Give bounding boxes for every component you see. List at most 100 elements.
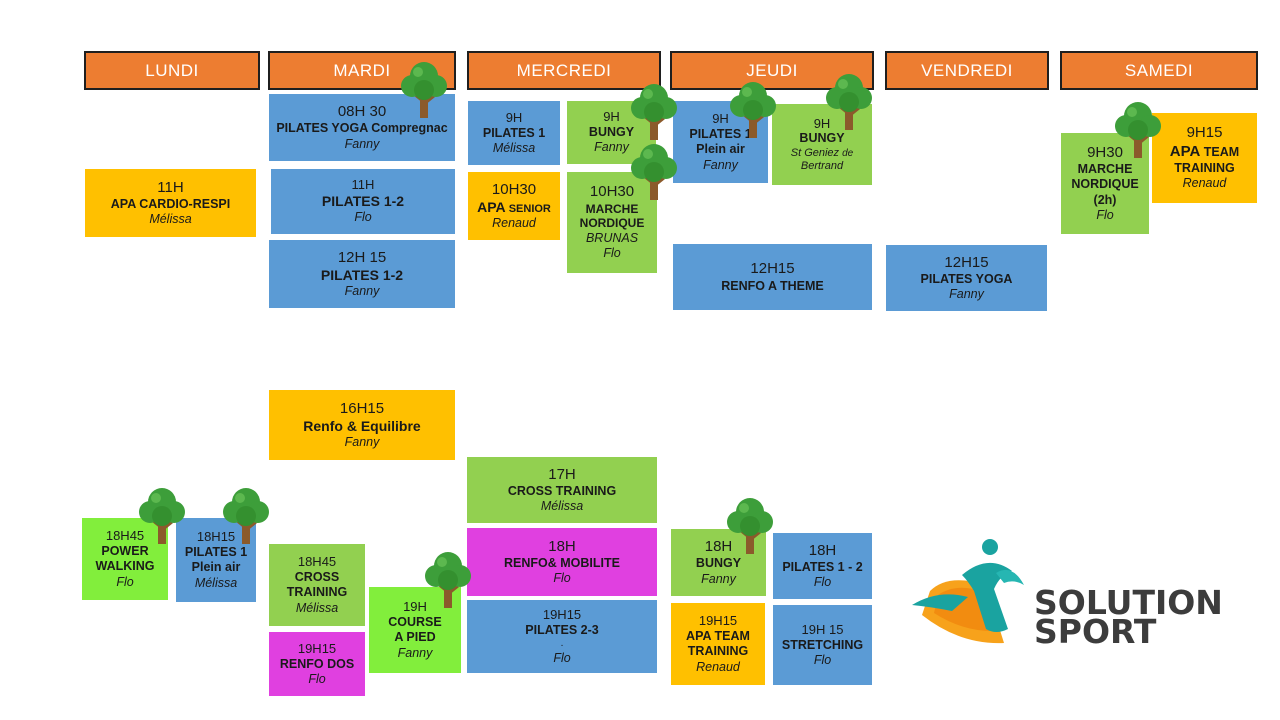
class-time: 19H 15 xyxy=(801,621,844,637)
coach-name: Fanny xyxy=(594,140,629,155)
class-card[interactable]: 17H CROSS TRAINING Mélissa xyxy=(467,457,657,523)
day-label: JEUDI xyxy=(746,60,798,80)
class-card[interactable]: 11H APA CARDIO-RESPI Mélissa xyxy=(85,169,256,237)
class-card[interactable]: 19H15 APA TEAM TRAINING Renaud xyxy=(671,603,765,685)
class-time: 19H15 xyxy=(542,607,582,623)
class-name: APA TEAM xyxy=(1170,143,1239,161)
class-name: COURSE xyxy=(388,615,442,630)
coach-name: Mélissa xyxy=(295,600,339,615)
class-time: 18H xyxy=(808,541,837,559)
day-label: SAMEDI xyxy=(1124,60,1194,80)
class-time: 18H45 xyxy=(105,528,145,544)
class-name-sub: TEAM xyxy=(1200,144,1240,159)
class-time: 18H45 xyxy=(297,554,337,570)
separator-dot: . xyxy=(560,638,564,650)
class-card[interactable]: 19H15 RENFO DOS Flo xyxy=(269,632,365,696)
day-label: VENDREDI xyxy=(921,60,1013,80)
coach-name: Fanny xyxy=(701,571,736,586)
class-name: TRAINING xyxy=(286,585,348,600)
coach-name: Renaud xyxy=(1182,176,1227,191)
class-time: 18H xyxy=(548,537,576,555)
class-name: TRAINING xyxy=(687,644,749,659)
coach-name: Fanny xyxy=(344,136,380,151)
class-name: APA SENIOR xyxy=(477,199,551,216)
class-name: PILATES 1 xyxy=(482,125,546,140)
class-time: 9H30 xyxy=(1087,143,1123,161)
class-card[interactable]: 18H45 POWER WALKING Flo xyxy=(82,518,168,600)
coach-name: Mélissa xyxy=(194,575,238,590)
class-time: 12H15 xyxy=(750,260,795,278)
class-time: 9H xyxy=(712,111,729,127)
class-time: 18H15 xyxy=(196,529,236,545)
class-name: MARCHE xyxy=(585,201,639,216)
class-time: 10H30 xyxy=(589,183,635,201)
class-name: TRAINING xyxy=(1174,161,1235,176)
class-time: 19H xyxy=(403,599,427,615)
tree-icon xyxy=(727,498,773,554)
tree-icon xyxy=(139,488,185,544)
class-card[interactable]: 10H30 APA SENIOR Renaud xyxy=(468,172,560,240)
class-time: 12H15 xyxy=(944,253,989,271)
class-name: Plein air xyxy=(696,142,745,157)
tree-icon xyxy=(631,144,677,200)
coach-name: Flo xyxy=(553,571,571,586)
coach-name: Fanny xyxy=(703,157,738,172)
class-card[interactable]: 12H 15 PILATES 1-2 Fanny xyxy=(269,240,455,308)
class-time: 16H15 xyxy=(339,399,385,417)
class-name: PILATES 1-2 xyxy=(320,266,404,283)
location-part: de xyxy=(842,147,854,159)
class-name-main: APA xyxy=(686,629,712,644)
class-time: 17H xyxy=(548,465,576,483)
class-card[interactable]: 12H15 PILATES YOGA Fanny xyxy=(886,245,1047,311)
class-card[interactable]: 10H30 MARCHE NORDIQUE BRUNAS Flo xyxy=(567,172,657,273)
class-time: 12H 15 xyxy=(337,248,387,266)
class-time: 08H 30 xyxy=(337,103,387,121)
coach-name: Flo xyxy=(553,650,571,665)
coach-name: Renaud xyxy=(696,659,740,674)
coach-name: Mélissa xyxy=(540,499,584,514)
class-card[interactable]: 18H15 PILATES 1 Plein air Mélissa xyxy=(176,518,256,602)
class-card[interactable]: 11H PILATES 1-2 Flo xyxy=(271,169,455,234)
coach-name: Flo xyxy=(308,671,326,686)
coach-name: Fanny xyxy=(949,287,984,302)
coach-name: Flo xyxy=(1096,207,1114,222)
class-name: Renfo & Equilibre xyxy=(303,417,421,434)
class-name: STRETCHING xyxy=(781,637,864,652)
coach-name: Fanny xyxy=(397,645,433,660)
class-time: 9H xyxy=(603,109,620,125)
class-card[interactable]: 16H15 Renfo & Equilibre Fanny xyxy=(269,390,455,460)
class-card[interactable]: 9H15 APA TEAM TRAINING Renaud xyxy=(1152,113,1257,203)
class-name: PILATES 2-3 xyxy=(525,623,599,638)
day-label: MARDI xyxy=(333,60,391,80)
coach-name: Mélissa xyxy=(492,140,536,155)
class-card[interactable]: 12H15 RENFO A THEME xyxy=(673,244,872,310)
coach-name: Fanny xyxy=(344,435,380,450)
class-location: Bertrand xyxy=(800,160,844,173)
class-card[interactable]: 9H BUNGY St Geniez de Bertrand xyxy=(772,104,872,185)
class-name: BUNGY xyxy=(695,556,742,571)
class-name-sub: SENIOR xyxy=(505,202,551,215)
class-card[interactable]: 9H PILATES 1 Mélissa xyxy=(468,101,560,165)
class-card[interactable]: 18H45 CROSS TRAINING Mélissa xyxy=(269,544,365,626)
class-name: CROSS TRAINING xyxy=(507,483,617,498)
class-card[interactable]: 18H RENFO& MOBILITE Flo xyxy=(467,528,657,596)
coach-name: Flo xyxy=(116,574,134,589)
class-time: 10H30 xyxy=(491,180,537,198)
class-name: CROSS xyxy=(294,570,340,585)
class-name: (2h) xyxy=(1093,192,1117,207)
class-time: 9H15 xyxy=(1186,124,1223,142)
class-name: RENFO DOS xyxy=(279,656,355,671)
header-lundi: LUNDI xyxy=(84,51,260,90)
logo-text-line1: SOLUTION xyxy=(1034,583,1223,622)
class-name: MARCHE xyxy=(1077,162,1133,177)
class-time: 18H xyxy=(704,538,733,556)
class-name: NORDIQUE xyxy=(579,216,645,231)
logo-text-line2: SPORT xyxy=(1034,612,1157,651)
class-name: PILATES 1-2 xyxy=(321,193,405,210)
class-card[interactable]: 18H PILATES 1 - 2 Flo xyxy=(773,533,872,599)
class-name-sub: TEAM xyxy=(711,629,750,644)
class-name-main: APA xyxy=(1169,142,1201,160)
class-card[interactable]: 19H 15 STRETCHING Flo xyxy=(773,605,872,685)
class-card[interactable]: 19H15 PILATES 2-3 . Flo xyxy=(467,600,657,673)
class-location: St Geniez de xyxy=(791,147,853,160)
